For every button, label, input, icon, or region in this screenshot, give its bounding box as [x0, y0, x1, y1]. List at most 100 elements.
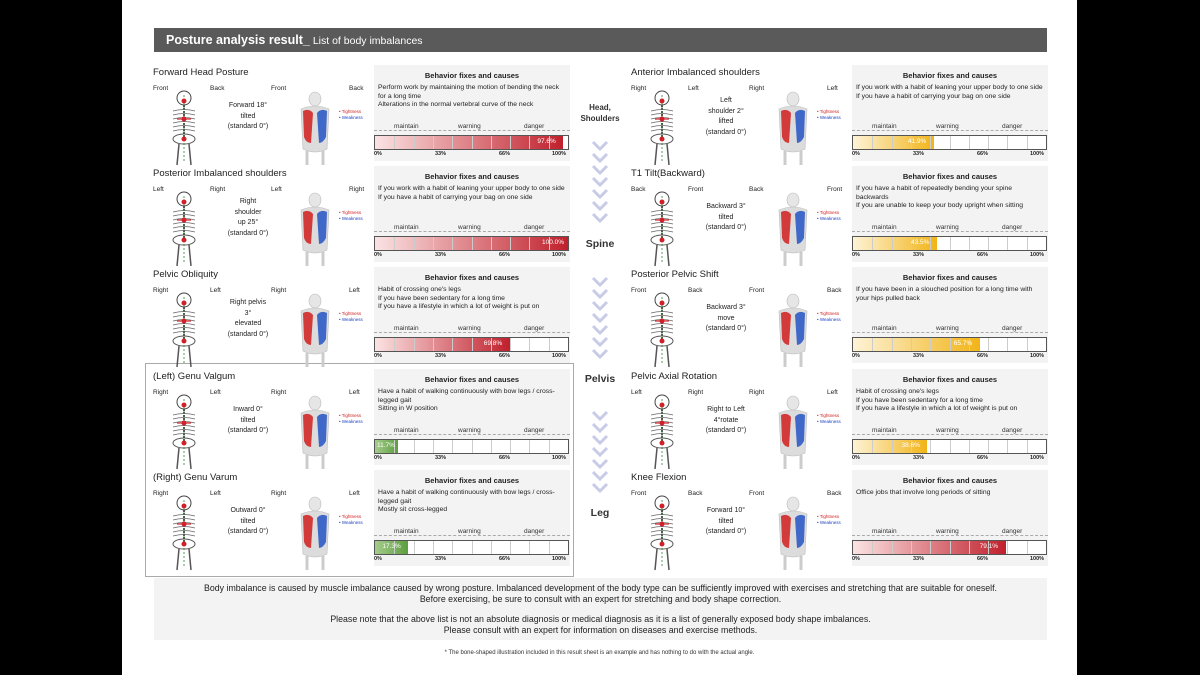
bar-segment — [510, 338, 512, 351]
skeleton-illustration — [637, 494, 687, 577]
tick-label: 33% — [435, 455, 447, 461]
scale-label-danger: danger — [522, 224, 547, 231]
view-label: Front — [631, 490, 647, 497]
bar-ticks: 0%33%66%100% — [852, 151, 1048, 159]
tick-label: 66% — [499, 353, 511, 359]
chevron-down-icon — [591, 288, 609, 302]
bar-segment — [949, 136, 951, 149]
legend-tightness: • Tightness — [339, 109, 362, 114]
behavior-causes: Have a habit of walking continuously wit… — [378, 388, 566, 414]
tick-label: 66% — [977, 556, 989, 562]
tick-label: 33% — [913, 556, 925, 562]
cause-line: If you have been sedentary for a long ti… — [856, 396, 983, 404]
bar-segment — [548, 136, 550, 149]
skeleton-illustration — [159, 291, 209, 374]
item-title: Pelvic Obliquity — [153, 269, 218, 280]
tick-label: 0% — [374, 252, 382, 258]
bar-segment — [930, 338, 932, 351]
severity-fill — [853, 237, 937, 250]
chevron-down-icon — [591, 348, 609, 362]
view-label: Right — [153, 389, 169, 396]
bar-segment — [490, 237, 492, 250]
angle-line: Right pelvis — [229, 299, 267, 306]
bar-segment — [1026, 237, 1028, 250]
tick-label: 66% — [977, 252, 989, 258]
legend-tightness: • Tightness — [817, 109, 840, 114]
muscle-illustration — [771, 293, 815, 372]
view-label: Back — [631, 186, 646, 193]
scale-label-warning: warning — [456, 123, 483, 130]
view-label: Left — [349, 389, 360, 396]
bar-segment — [413, 440, 415, 453]
bar-segment — [529, 440, 531, 453]
view-label: Right — [749, 389, 765, 396]
muscle-legend: • Tightness• Weakness — [339, 210, 363, 222]
muscle-legend: • Tightness• Weakness — [339, 514, 363, 526]
view-label: Left — [349, 287, 360, 294]
cause-line: If you work with a habit of leaning your… — [856, 84, 1043, 91]
section-label-head-shoulders: Head, Shoulders — [580, 103, 620, 123]
view-label: Back — [349, 85, 364, 92]
angle-line: (standard 0°) — [227, 330, 269, 338]
view-label: Left — [827, 85, 838, 92]
view-label: Left — [631, 389, 642, 396]
skeleton-illustration — [637, 393, 687, 476]
tick-label: 33% — [435, 252, 447, 258]
bar-segment — [490, 541, 492, 554]
chevron-down-icon — [591, 336, 609, 350]
behavior-box-title: Behavior fixes and causes — [902, 71, 998, 80]
bar-segment — [1007, 237, 1009, 250]
bar-ticks: 0%33%66%100% — [374, 556, 570, 564]
scale-label-danger: danger — [1000, 325, 1025, 332]
tick-label: 33% — [435, 353, 447, 359]
legend-weakness: • Weakness — [817, 520, 841, 525]
scale-label-warning: warning — [456, 224, 483, 231]
angle-line: tilted — [240, 112, 256, 120]
severity-percent: 69.8% — [483, 340, 503, 347]
angle-line: Backward 3° — [706, 304, 746, 311]
skeleton-illustration — [159, 89, 209, 172]
view-label: Right — [271, 287, 287, 294]
severity-bar: 69.8% — [374, 337, 569, 352]
legend-tightness: • Tightness — [339, 210, 362, 215]
muscle-illustration — [293, 91, 337, 170]
view-label: Front — [827, 186, 843, 193]
bar-segment — [432, 541, 434, 554]
bar-segment — [548, 440, 550, 453]
severity-fill — [853, 338, 980, 351]
cause-line: Have a habit of walking continuously wit… — [378, 388, 555, 404]
scale-label-danger: danger — [522, 325, 547, 332]
view-label: Front — [749, 490, 765, 497]
bar-segment — [891, 237, 893, 250]
scale-label-danger: danger — [1000, 528, 1025, 535]
bar-segment — [1026, 338, 1028, 351]
scale-divider — [374, 332, 570, 333]
scale-label-maintain: maintain — [870, 528, 899, 535]
severity-percent: 43.5% — [910, 239, 930, 246]
footer-line-1: Body imbalance is caused by muscle imbal… — [204, 583, 997, 593]
section-label-spine: Spine — [585, 238, 615, 250]
angle-line: (standard 0°) — [705, 224, 747, 231]
bar-ticks: 0%33%66%100% — [852, 455, 1048, 463]
bar-segment — [1007, 338, 1009, 351]
tick-label: 0% — [374, 353, 382, 359]
item-title: (Left) Genu Valgum — [153, 371, 236, 382]
section-label-leg: Leg — [590, 507, 610, 519]
bar-segment — [548, 541, 550, 554]
bar-segment — [510, 136, 512, 149]
bar-segment — [988, 237, 990, 250]
severity-bar: 38.6% — [852, 439, 1047, 454]
angle-line: up 25° — [237, 219, 259, 226]
scale-label-maintain: maintain — [392, 427, 421, 434]
scale-divider — [374, 434, 570, 435]
angle-line: Forward 18° — [228, 102, 268, 109]
bar-segment — [529, 541, 531, 554]
view-label: Right — [210, 186, 226, 193]
view-label: Left — [271, 186, 282, 193]
